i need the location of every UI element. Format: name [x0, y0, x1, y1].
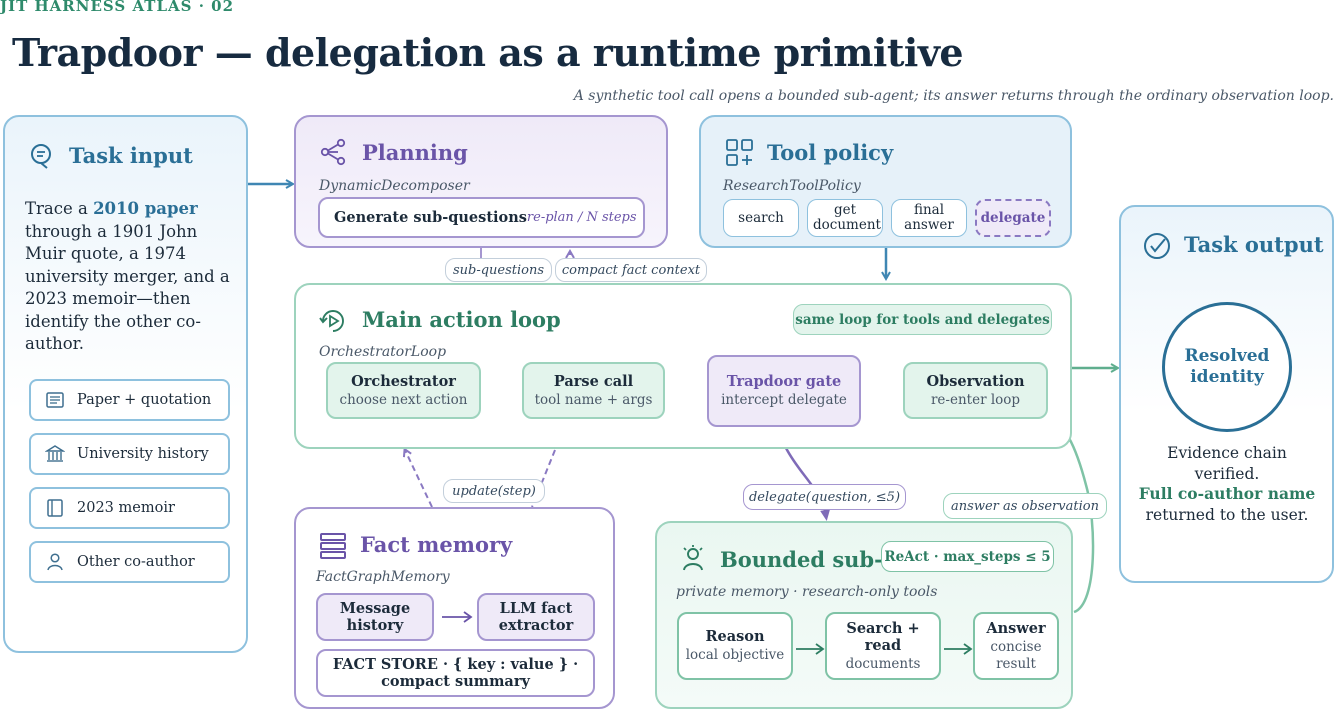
sub-questions-label: sub-questions: [445, 258, 552, 282]
page-title: Trapdoor — delegation as a runtime primi…: [12, 30, 964, 75]
output-description: Evidence chain verified. Full co-author …: [1127, 443, 1327, 525]
react-max-steps-badge: ReAct · max_steps ≤ 5: [881, 541, 1054, 572]
source-label: Other co-author: [77, 554, 195, 570]
message-history-box: Message history: [316, 593, 434, 641]
arrow-right-icon: [442, 611, 473, 623]
task-desc-text: Trace a: [25, 199, 94, 218]
apps-grid-icon: [726, 139, 753, 166]
task-input-title: Task input: [69, 143, 193, 168]
replan-note: re-plan / N steps: [526, 210, 637, 225]
institution-icon: [45, 445, 65, 462]
main-loop-title: Main action loop: [362, 307, 561, 332]
source-card-university: University history: [29, 433, 230, 475]
tool-search: search: [723, 199, 799, 237]
planning-subtitle: DynamicDecomposer: [319, 178, 470, 194]
generate-subquestions-label: Generate sub-questions: [334, 209, 527, 226]
book-icon: [47, 499, 63, 517]
task-input-panel: Task input Trace a 2010 paper through a …: [3, 115, 248, 653]
output-line-1: Evidence chain verified.: [1167, 444, 1287, 483]
task-description: Trace a 2010 paper through a 1901 John M…: [25, 198, 235, 356]
source-card-coauthor: Other co-author: [29, 541, 230, 583]
agent-person-icon: [683, 545, 703, 571]
source-card-memoir: 2023 memoir: [29, 487, 230, 529]
compact-fact-context-label: compact fact context: [555, 258, 707, 282]
arrow-right-icon: [796, 643, 825, 655]
answer-box: Answer concise result: [973, 612, 1059, 680]
orchestrator-box: Orchestrator choose next action: [326, 362, 481, 419]
task-desc-text-rest: through a 1901 John Muir quote, a 1974 u…: [25, 221, 230, 354]
search-chat-icon: [31, 144, 51, 169]
source-label: University history: [77, 446, 209, 462]
llm-fact-extractor-box: LLM fact extractor: [477, 593, 595, 641]
planning-panel: Planning DynamicDecomposer Generate sub-…: [294, 115, 668, 248]
atlas-kicker: JIT HARNESS ATLAS · 02: [0, 0, 235, 15]
trapdoor-gate-box: Trapdoor gate intercept delegate: [707, 355, 861, 427]
main-loop-panel: Main action loop OrchestratorLoop same l…: [294, 283, 1072, 449]
resolved-identity-circle: Resolved identity: [1162, 302, 1292, 432]
fact-store-box: FACT STORE · { key : value } · compact s…: [316, 649, 595, 697]
task-desc-highlight: 2010 paper: [93, 199, 198, 218]
source-label: 2023 memoir: [77, 500, 175, 516]
database-icon: [320, 533, 346, 559]
sub-agent-subtitle: private memory · research-only tools: [676, 584, 938, 600]
arrow-right-icon: [944, 643, 973, 655]
observation-box: Observation re-enter loop: [903, 362, 1048, 419]
source-card-paper: Paper + quotation: [29, 379, 230, 421]
delegate-call-label: delegate(question, ≤5): [743, 484, 906, 510]
answer-as-observation-label: answer as observation: [943, 493, 1107, 519]
document-icon: [46, 392, 64, 408]
update-step-label: update(step): [443, 479, 545, 503]
parse-call-box: Parse call tool name + args: [522, 362, 665, 419]
tool-get-document: get document: [807, 199, 883, 237]
page-subtitle: A synthetic tool call opens a bounded su…: [573, 88, 1334, 104]
output-line-2: returned to the user.: [1145, 505, 1309, 524]
fact-memory-title: Fact memory: [360, 532, 513, 557]
resolved-identity-label: Resolved identity: [1184, 346, 1270, 387]
task-output-panel: Task output Resolved identity Evidence c…: [1119, 205, 1334, 583]
search-read-box: Search + read documents: [825, 612, 941, 680]
task-output-title: Task output: [1184, 232, 1324, 257]
reason-box: Reason local objective: [677, 612, 793, 680]
memory-to-loop-arrow: [405, 450, 433, 508]
person-icon: [47, 553, 63, 571]
planning-title: Planning: [362, 140, 468, 165]
output-highlight: Full co-author name: [1138, 484, 1316, 503]
same-loop-badge: same loop for tools and delegates: [793, 304, 1052, 335]
tool-policy-subtitle: ResearchToolPolicy: [723, 178, 861, 194]
source-label: Paper + quotation: [77, 392, 212, 408]
tool-policy-title: Tool policy: [767, 140, 894, 165]
main-loop-subtitle: OrchestratorLoop: [319, 344, 447, 360]
fact-memory-panel: Fact memory FactGraphMemory Message hist…: [294, 507, 615, 709]
generate-subquestions-box: Generate sub-questions re-plan / N steps: [318, 197, 645, 238]
tool-final-answer: final answer: [891, 199, 967, 237]
tool-delegate: delegate: [975, 199, 1051, 237]
play-cycle-icon: [319, 310, 344, 332]
share-nodes-icon: [320, 138, 346, 166]
tool-policy-panel: Tool policy ResearchToolPolicy search ge…: [699, 115, 1072, 248]
fact-memory-subtitle: FactGraphMemory: [316, 569, 450, 585]
check-circle-icon: [1144, 233, 1170, 259]
